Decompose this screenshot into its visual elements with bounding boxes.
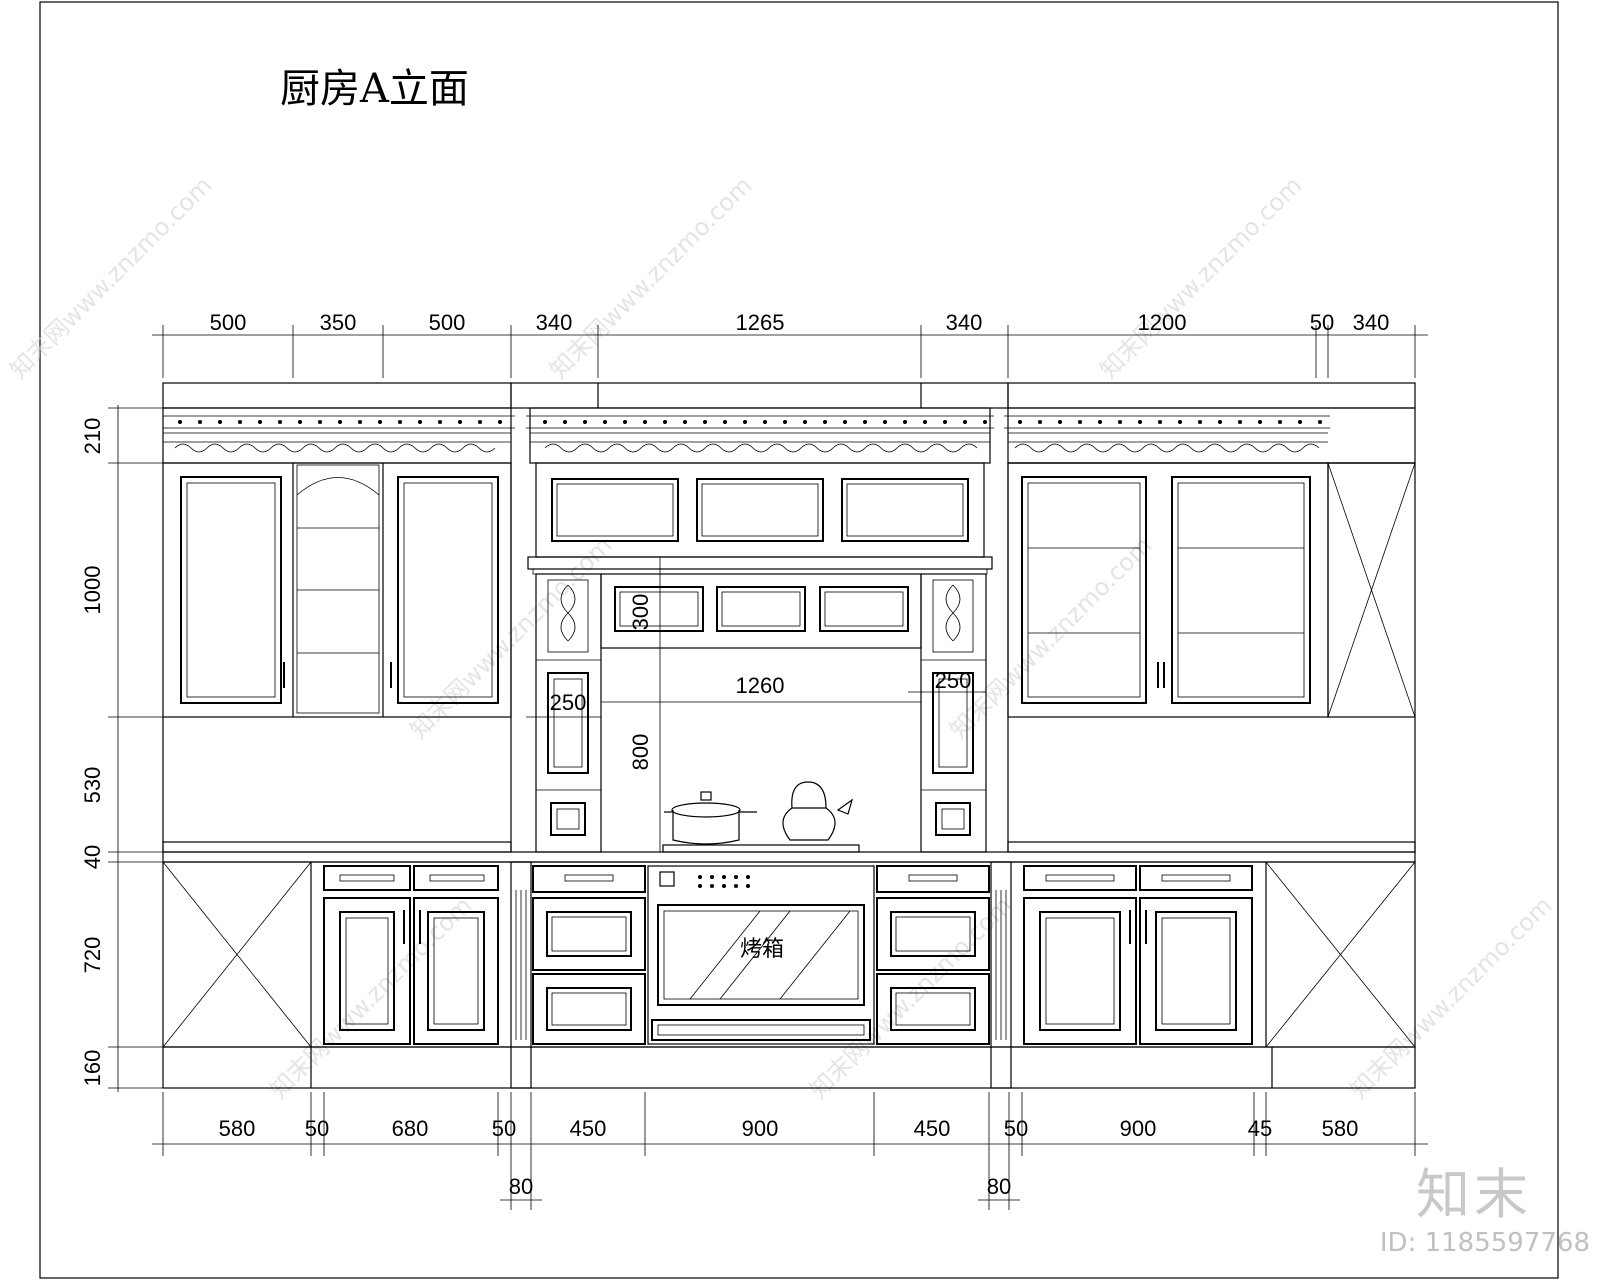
- watermark-5: 知末网www.znzmo.com: [944, 531, 1157, 744]
- dim-left-1: 210: [80, 418, 105, 455]
- right-upper-cabinet: [1007, 462, 1416, 718]
- upper-cabinets: [162, 382, 1416, 853]
- dim-opening-height: 800: [628, 734, 653, 771]
- dim-top-5: 1265: [736, 310, 785, 335]
- hood-dimensions: 300 800 1260 250 250: [526, 557, 986, 852]
- drawing-frame: [39, 1, 1559, 1279]
- watermark-3: 知末网www.znzmo.com: [1094, 171, 1307, 384]
- kettle-icon: [782, 807, 836, 841]
- dim-top-2: 350: [320, 310, 357, 335]
- dim-top-4: 340: [536, 310, 573, 335]
- bottom-dimension-line: 580 50 680 50 450 900 450 50 900 45 580 …: [152, 1092, 1428, 1210]
- dim-bottom-7: 450: [914, 1116, 951, 1141]
- countertop: [162, 841, 1416, 863]
- oven-label: 烤箱: [740, 936, 784, 961]
- pot-icon: [672, 810, 740, 845]
- dim-top-7: 1200: [1138, 310, 1187, 335]
- watermark-8: 知末网www.znzmo.com: [1344, 891, 1557, 1104]
- top-dimension-line: 500 350 500 340 1265 340 1200 50 340: [152, 310, 1428, 378]
- dim-left-4: 40: [80, 845, 105, 869]
- crown-moulding: [162, 407, 1416, 464]
- dim-right-column: 250: [935, 668, 972, 693]
- dim-top-8: 50: [1310, 310, 1334, 335]
- dim-bottom-10: 45: [1248, 1116, 1272, 1141]
- dim-bottom-4: 50: [492, 1116, 516, 1141]
- dim-hood-height: 300: [628, 594, 653, 631]
- lower-cabinets: 烤箱: [162, 861, 1416, 1089]
- dim-pilaster-left: 80: [509, 1174, 533, 1199]
- dim-bottom-2: 50: [305, 1116, 329, 1141]
- left-dimension-line: 210 1000 530 40 720 160: [80, 405, 165, 1092]
- dim-pilaster-right: 80: [987, 1174, 1011, 1199]
- dim-bottom-8: 50: [1004, 1116, 1028, 1141]
- watermark-2: 知末网www.znzmo.com: [544, 171, 757, 384]
- watermark-6: 知末网www.znzmo.com: [264, 891, 477, 1104]
- dim-bottom-3: 680: [392, 1116, 429, 1141]
- dim-bottom-1: 580: [219, 1116, 256, 1141]
- oven: 烤箱: [647, 865, 875, 1045]
- brand-watermark: 知末: [1416, 1163, 1532, 1226]
- dim-top-9: 340: [1353, 310, 1390, 335]
- dim-opening-width: 1260: [736, 673, 785, 698]
- dim-top-6: 340: [946, 310, 983, 335]
- cooktop-with-cookware: [662, 781, 860, 853]
- dim-bottom-5: 450: [570, 1116, 607, 1141]
- dim-bottom-11: 580: [1322, 1116, 1359, 1141]
- document-id: ID: 1185597768: [1379, 1228, 1590, 1258]
- dim-bottom-9: 900: [1120, 1116, 1157, 1141]
- dim-left-2: 1000: [80, 566, 105, 615]
- drawing-title: 厨房A立面: [280, 66, 469, 112]
- dim-top-1: 500: [210, 310, 247, 335]
- dim-bottom-6: 900: [742, 1116, 779, 1141]
- center-upper-cabinet: [510, 462, 1009, 853]
- dim-left-3: 530: [80, 767, 105, 804]
- watermark-7: 知末网www.znzmo.com: [804, 891, 1017, 1104]
- dim-left-5: 720: [80, 937, 105, 974]
- dim-left-column: 250: [550, 690, 587, 715]
- dim-left-6: 160: [80, 1050, 105, 1087]
- dim-top-3: 500: [429, 310, 466, 335]
- watermark-1: 知末网www.znzmo.com: [4, 171, 217, 384]
